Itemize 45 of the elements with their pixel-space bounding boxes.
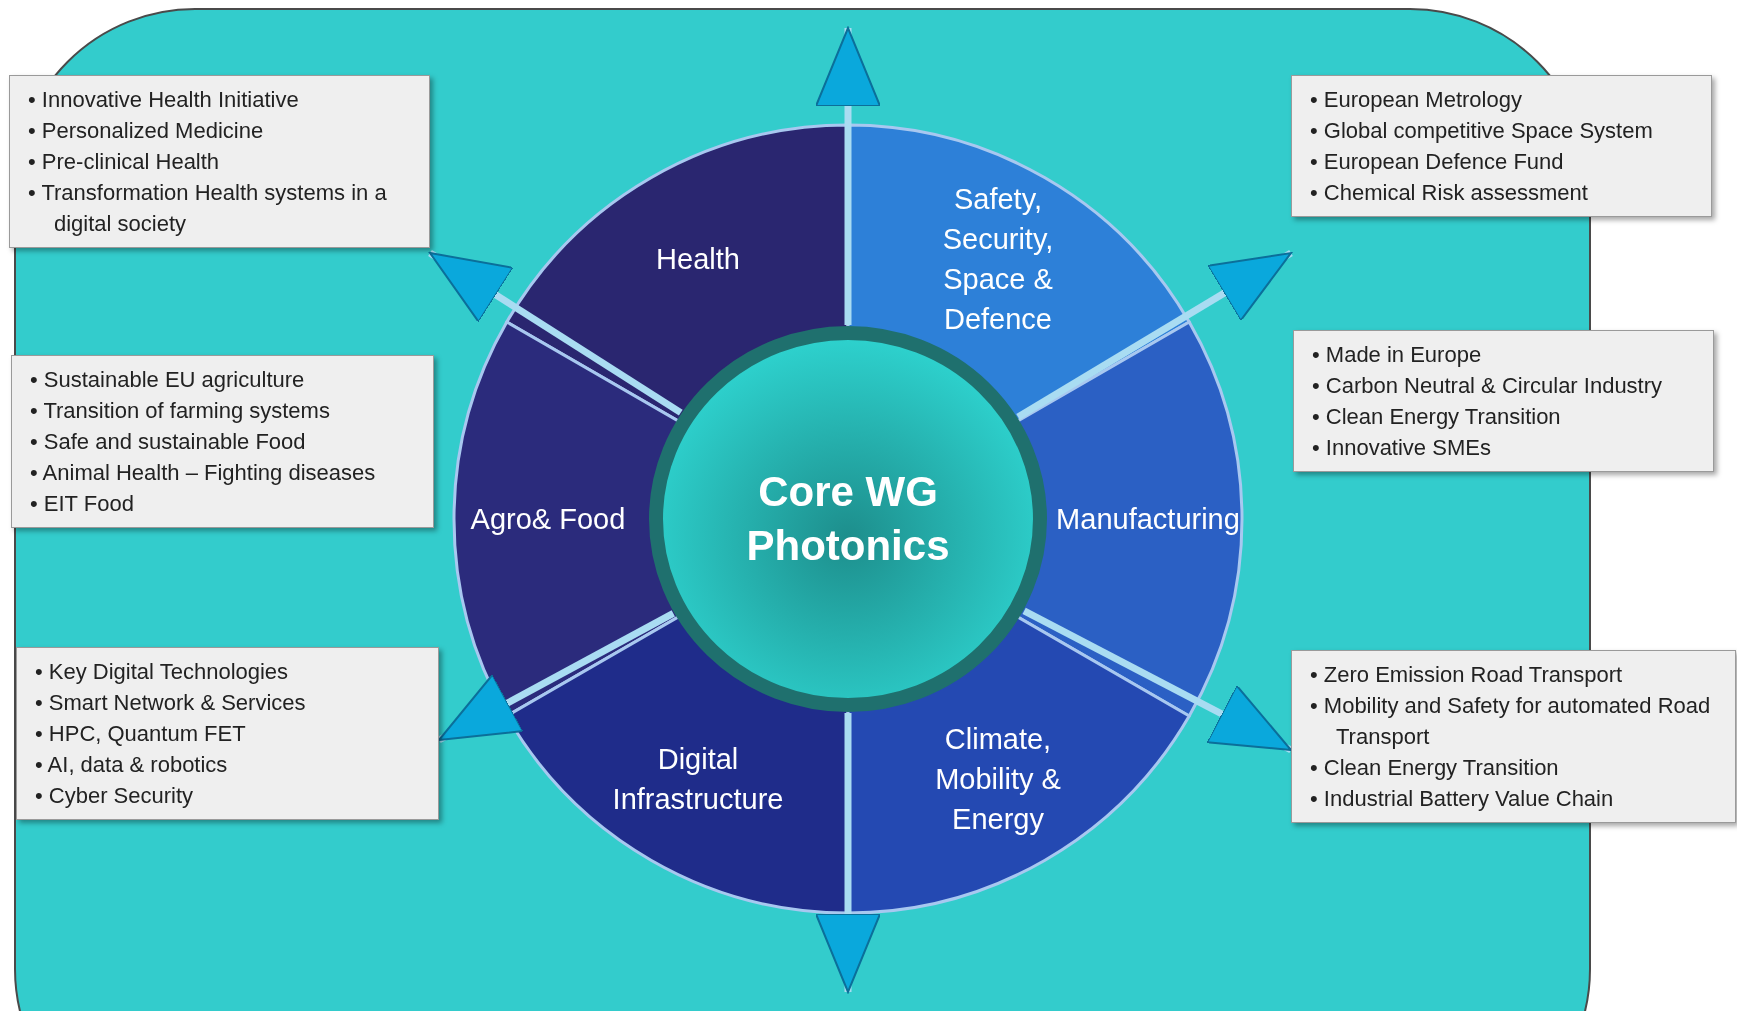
- list-item: • Global competitive Space System: [1310, 117, 1654, 145]
- list-item: • Personalized Medicine: [28, 117, 265, 145]
- segment-label: Climate, Mobility & Energy: [898, 718, 1098, 839]
- list-item: • Transformation Health systems in a digital society: [28, 179, 388, 238]
- text-box: [1293, 330, 1714, 472]
- list-item: • Key Digital Technologies: [35, 658, 290, 686]
- list-item: • EIT Food: [30, 490, 135, 518]
- text-box: [11, 355, 434, 528]
- arrow: [1022, 607, 1293, 754]
- segment-label: Digital Infrastructure: [598, 738, 798, 819]
- arrow: [815, 27, 881, 325]
- list-item: • Safe and sustainable Food: [30, 428, 307, 456]
- list-item: • Carbon Neutral & Circular Industry: [1312, 372, 1664, 400]
- center-label: Core WG Photonics: [745, 467, 951, 571]
- segment-label: Agro& Food: [470, 499, 626, 539]
- text-box: [1291, 75, 1712, 217]
- segment-label: Manufacturing: [1056, 499, 1240, 539]
- list-item: • AI, data & robotics: [35, 751, 229, 779]
- list-item: • Clean Energy Transition: [1310, 754, 1560, 782]
- segment-label: Safety, Security, Space & Defence: [898, 179, 1098, 340]
- list-item: • Sustainable EU agriculture: [30, 366, 306, 394]
- segment-label: Health: [656, 239, 740, 280]
- list-item: • Innovative SMEs: [1312, 434, 1492, 462]
- arrow: [437, 610, 675, 744]
- list-item: • Cyber Security: [35, 782, 195, 810]
- list-item: • Clean Energy Transition: [1312, 403, 1562, 431]
- list-item: • Innovative Health Initiative: [28, 86, 300, 114]
- list-item: • Chemical Risk assessment: [1310, 179, 1589, 207]
- list-item: • European Defence Fund: [1310, 148, 1565, 176]
- list-item: • Made in Europe: [1312, 341, 1483, 369]
- list-item: • European Metrology: [1310, 86, 1523, 114]
- text-box: [9, 75, 430, 248]
- list-item: • Mobility and Safety for automated Road Transport: [1310, 692, 1712, 751]
- list-item: • Pre-clinical Health: [28, 148, 221, 176]
- arrow: [1016, 250, 1293, 420]
- arrow: [428, 250, 683, 416]
- list-item: • Transition of farming systems: [30, 397, 331, 425]
- list-item: • Animal Health – Fighting diseases: [30, 459, 377, 487]
- list-item: • Zero Emission Road Transport: [1310, 661, 1624, 689]
- list-item: • Smart Network & Services: [35, 689, 307, 717]
- text-box: [1291, 650, 1736, 823]
- arrow: [815, 713, 881, 993]
- text-box: [16, 647, 439, 820]
- list-item: • Industrial Battery Value Chain: [1310, 785, 1615, 813]
- list-item: • HPC, Quantum FET: [35, 720, 247, 748]
